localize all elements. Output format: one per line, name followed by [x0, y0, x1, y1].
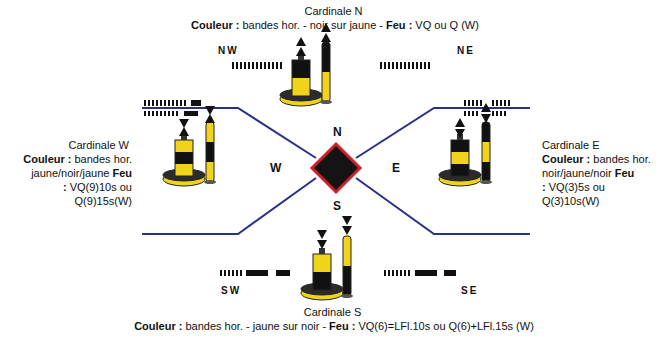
label-text: W	[270, 161, 281, 175]
mark-description: Cardinale ECouleur :bandes hor. noir/jau…	[542, 138, 662, 208]
label-text: N	[333, 125, 342, 139]
mark-description: Cardinale N Couleur :bandes hor. - noir s…	[150, 4, 520, 32]
label-text: VQ(9)10s ou Q(9)15s(W)	[70, 181, 132, 207]
label-text: E	[392, 161, 400, 175]
label-text: SW	[221, 285, 241, 296]
label-text: Cardinale N	[304, 5, 362, 17]
label-text: VQ(3)5s ou Q(3)10s(W)	[542, 181, 605, 207]
label-text: bandes hor. - noir sur jaune -	[242, 19, 383, 31]
label-text: SE	[461, 285, 478, 296]
label-text: Couleur :	[23, 153, 71, 165]
label-text: Couleur :	[191, 19, 239, 31]
label-text: VQ(6)=LFl.10s ou Q(6)+LFl.15s (W)	[358, 320, 533, 332]
label-text: Cardinale S	[304, 306, 361, 318]
label-text: NW	[218, 45, 239, 56]
label-text: Feu :	[386, 19, 412, 31]
label-text: S	[333, 199, 341, 213]
label-text: bandes hor. - jaune sur noir -	[185, 320, 326, 332]
mark-description: Cardinale WCouleur :bandes hor. jaune/no…	[8, 138, 132, 208]
label-text: VQ ou Q (W)	[415, 19, 479, 31]
label-text: Cardinale E	[542, 139, 599, 151]
label-text: Couleur :	[542, 153, 590, 165]
label-text: Feu :	[329, 320, 355, 332]
mark-description: Cardinale S Couleur :bandes hor. - jaune …	[30, 305, 638, 333]
label-text: Cardinale W	[68, 139, 129, 151]
label-text: Couleur :	[134, 320, 182, 332]
label-text: NE	[457, 45, 475, 56]
